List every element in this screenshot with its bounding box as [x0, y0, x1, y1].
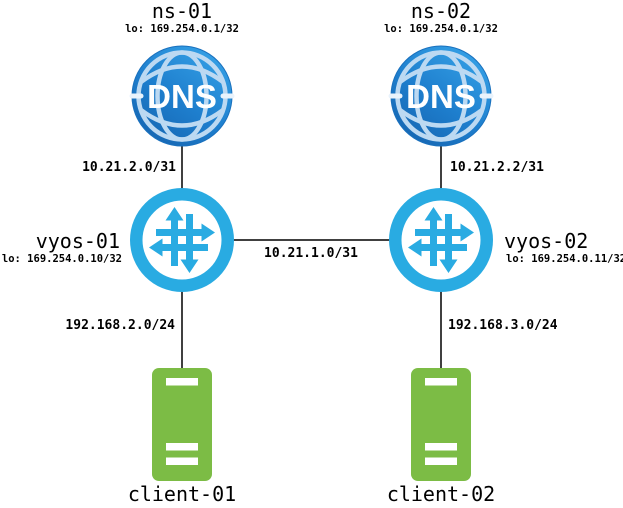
dns-globe-icon: [386, 41, 496, 151]
node-title-vyos-02: vyos-02: [504, 229, 589, 253]
router-icon: [389, 188, 493, 292]
link-subnet-vyos01-vyos02: 10.21.1.0/31: [264, 246, 358, 261]
node-icon-ns-02: [386, 41, 496, 151]
node-loopback-ns-02: lo: 169.254.0.1/32: [384, 23, 498, 35]
link-subnet-ns02-vyos02: 10.21.2.2/31: [450, 160, 544, 175]
server-icon: [152, 368, 212, 481]
node-title-client-02: client-02: [386, 482, 496, 506]
node-title-ns-01: ns-01: [151, 0, 213, 23]
node-icon-client-02: [411, 368, 471, 481]
node-title-vyos-01: vyos-01: [35, 229, 120, 253]
node-title-ns-02: ns-02: [410, 0, 472, 23]
node-loopback-vyos-01: lo: 169.254.0.10/32: [1, 253, 122, 265]
node-icon-vyos-01: [127, 185, 237, 295]
link-subnet-vyos01-client01: 192.168.2.0/24: [65, 318, 175, 333]
router-icon: [130, 188, 234, 292]
node-icon-ns-01: [127, 41, 237, 151]
node-icon-vyos-02: [386, 185, 496, 295]
node-title-client-01: client-01: [127, 482, 237, 506]
node-loopback-ns-01: lo: 169.254.0.1/32: [125, 23, 239, 35]
link-subnet-vyos02-client02: 192.168.3.0/24: [448, 318, 558, 333]
link-subnet-ns01-vyos01: 10.21.2.0/31: [82, 160, 176, 175]
server-icon: [411, 368, 471, 481]
node-icon-client-01: [152, 368, 212, 481]
node-loopback-vyos-02: lo: 169.254.0.11/32: [506, 253, 623, 265]
dns-globe-icon: [127, 41, 237, 151]
